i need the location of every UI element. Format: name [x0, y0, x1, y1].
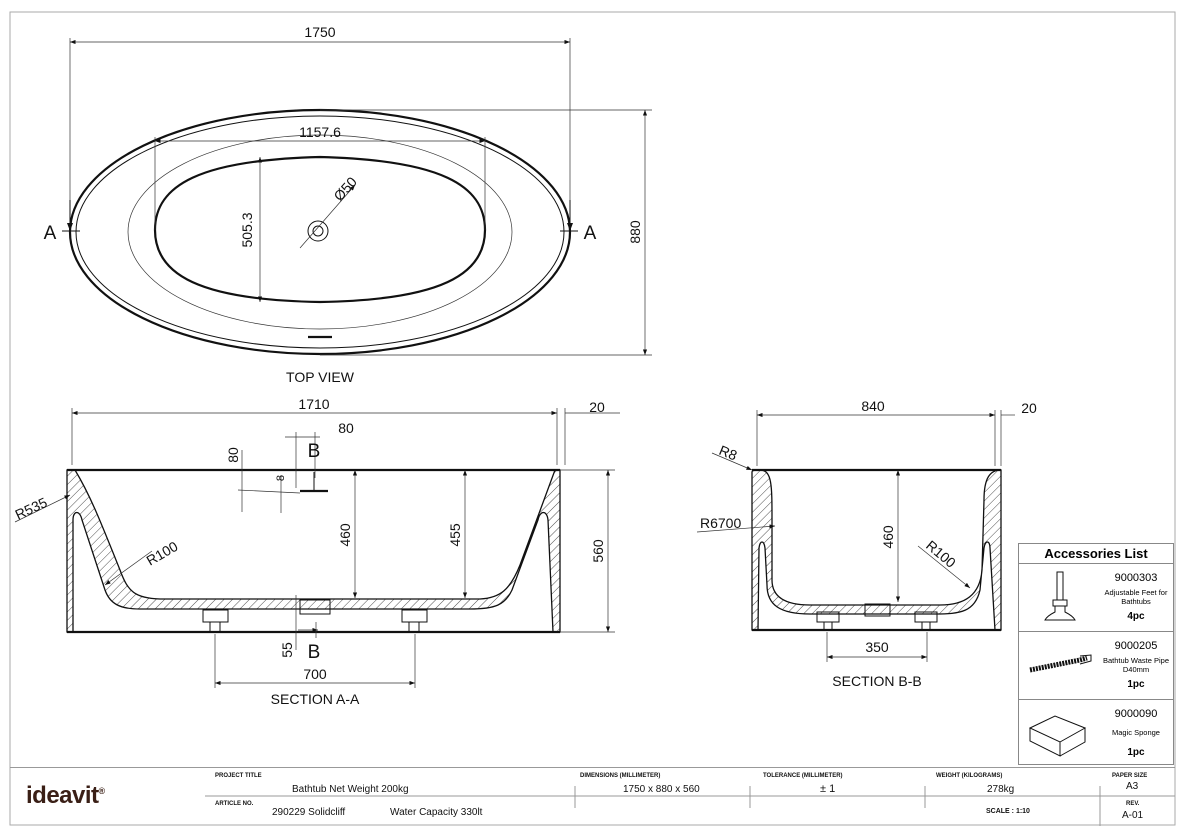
article-label: ARTICLE NO. — [215, 801, 254, 807]
accessory-code: 9000090 — [1114, 708, 1158, 720]
svg-text:700: 700 — [303, 666, 327, 682]
accessory-qty: 1pc — [1127, 679, 1145, 690]
section-mark-a-right: A — [584, 223, 597, 244]
accessory-description: Magic Sponge — [1112, 728, 1160, 737]
company-logo: ideavit® — [26, 782, 105, 809]
accessory-code: 9000205 — [1114, 640, 1158, 652]
article-no: 290229 Solidcliff — [272, 807, 346, 818]
section-mark-a-left: A — [44, 223, 57, 244]
svg-text:8: 8 — [275, 475, 287, 481]
svg-text:R8: R8 — [717, 442, 740, 464]
svg-text:R6700: R6700 — [700, 515, 741, 531]
dim-drain: Ø50 — [330, 173, 360, 204]
revision: A-01 — [1122, 810, 1144, 821]
section-b-b: 840 20 460 350 R8 R6700 R100 SECTION B-B — [696, 398, 1037, 689]
project-title: Bathtub Net Weight 200kg — [292, 784, 409, 795]
svg-text:350: 350 — [865, 639, 889, 655]
title-block: ideavit® PROJECT TITLE Bathtub Net Weigh… — [10, 767, 1175, 826]
svg-text:R535: R535 — [13, 494, 50, 523]
sponge-icon — [1028, 715, 1087, 757]
project-title-label: PROJECT TITLE — [215, 773, 262, 779]
svg-text:55: 55 — [279, 642, 295, 658]
tolerance-label: TOLERANCE (MILLIMETER) — [763, 773, 843, 779]
drain-icon — [307, 220, 329, 242]
svg-text:20: 20 — [1021, 400, 1037, 416]
accessory-qty: 4pc — [1127, 611, 1145, 622]
svg-text:840: 840 — [861, 398, 885, 414]
adjustable-foot-icon — [1044, 571, 1076, 621]
foot-icon — [202, 609, 229, 623]
tolerance: ± 1 — [820, 783, 836, 795]
dim-inner-length: 1157.6 — [299, 124, 341, 140]
svg-text:80: 80 — [225, 447, 241, 463]
sheet-border — [9, 11, 1176, 826]
accessories-title: Accessories List — [1019, 544, 1173, 564]
svg-text:460: 460 — [880, 525, 896, 549]
dimensions: 1750 x 880 x 560 — [623, 784, 700, 795]
accessory-description: Adjustable Feet for Bathtubs — [1104, 588, 1168, 606]
svg-text:80: 80 — [338, 420, 354, 436]
accessory-code: 9000303 — [1114, 572, 1158, 584]
section-a-a: 1710 20 460 455 560 700 R535 R100 80 80 … — [13, 396, 620, 707]
paper-size: A3 — [1126, 781, 1139, 792]
svg-text:455: 455 — [447, 523, 463, 547]
dim-length: 1750 — [304, 24, 335, 40]
section-a-a-title: SECTION A-A — [271, 691, 360, 707]
dimensions-label: DIMENSIONS (MILLIMETER) — [580, 773, 661, 779]
section-b-b-title: SECTION B-B — [832, 673, 921, 689]
scale: SCALE : 1:10 — [986, 808, 1030, 815]
water-capacity: Water Capacity 330lt — [390, 807, 483, 818]
weight-label: WEIGHT (KILOGRAMS) — [936, 773, 1003, 779]
accessory-description: Bathtub Waste Pipe D40mm — [1102, 656, 1169, 674]
svg-text:460: 460 — [337, 523, 353, 547]
top-view-title: TOP VIEW — [286, 369, 355, 385]
section-mark-b-bottom: B — [308, 642, 321, 663]
dim-inner-width: 505.3 — [239, 212, 255, 247]
waste-pipe-icon — [1029, 654, 1092, 673]
top-view: 1750 880 1157.6 505.3 Ø50 A A TOP VIEW — [44, 24, 652, 385]
accessory-qty: 1pc — [1127, 747, 1145, 758]
dim-length: 1710 — [298, 396, 329, 412]
foot-icon — [401, 609, 428, 623]
rev-label: REV. — [1126, 801, 1140, 807]
dim-width: 880 — [627, 220, 643, 244]
svg-text:R100: R100 — [923, 537, 959, 571]
section-mark-b-top: B — [308, 441, 321, 462]
dim-rim: 20 — [589, 399, 605, 415]
paper-size-label: PAPER SIZE — [1112, 773, 1148, 779]
weight: 278kg — [987, 784, 1015, 795]
title-block-grid — [205, 786, 1175, 826]
svg-text:560: 560 — [590, 539, 606, 563]
svg-text:R100: R100 — [144, 538, 181, 569]
